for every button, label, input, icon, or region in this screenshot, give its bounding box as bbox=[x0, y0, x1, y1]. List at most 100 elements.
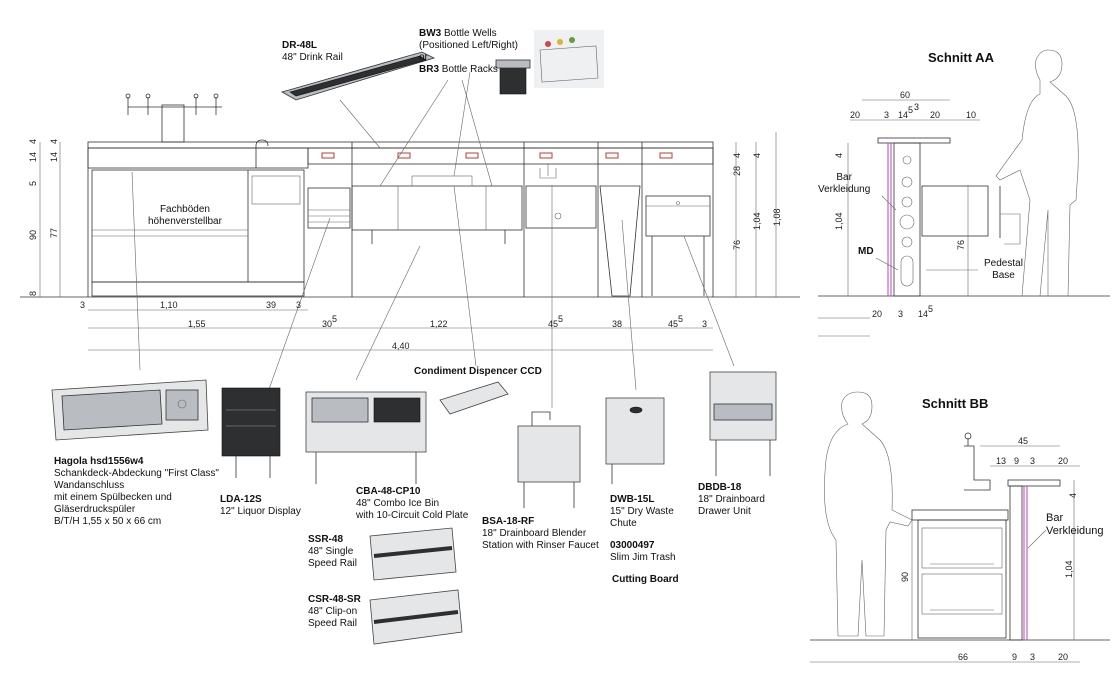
label-ssr48-l1: 48" Single bbox=[308, 546, 354, 557]
bb-dim-b66: 66 bbox=[958, 652, 968, 662]
label-ccd-code: Condiment Dispencer CCD bbox=[414, 366, 542, 377]
product-br3 bbox=[495, 59, 531, 95]
label-csr48-l2: Speed Rail bbox=[308, 618, 357, 629]
aa-dim-b14-sup: 5 bbox=[928, 304, 933, 314]
product-hagola bbox=[51, 379, 209, 441]
bb-dim-104: 1,04 bbox=[1064, 560, 1074, 578]
aa-dim-20a: 20 bbox=[850, 110, 860, 120]
bb-dim-20: 20 bbox=[1058, 456, 1068, 466]
bb-dim-3: 3 bbox=[1030, 456, 1035, 466]
label-dbdb18-l1: 18" Drainboard bbox=[698, 494, 765, 505]
label-hagola: Hagola hsd1556w4 Schankdeck-Abdeckung "F… bbox=[54, 456, 219, 528]
label-dr48l-code: DR-48L bbox=[282, 40, 318, 51]
dim-v-104: 1,04 bbox=[752, 212, 762, 230]
aa-dim-20b: 20 bbox=[930, 110, 940, 120]
dim-h-38: 38 bbox=[612, 319, 622, 329]
dim-h-39: 39 bbox=[266, 300, 276, 310]
label-cba48-l1: 48" Combo Ice Bin bbox=[356, 498, 440, 509]
section-aa: 60 20 3 14 5 3 20 10 4 1,04 76 20 3 14 5 bbox=[818, 49, 1110, 337]
label-fachboeden-2: höhenverstellbar bbox=[148, 216, 222, 227]
label-bsa18-l2: Station with Rinser Faucet bbox=[482, 540, 599, 551]
dim-v-4b: 4 bbox=[49, 139, 59, 144]
aa-dim-3a: 3 bbox=[884, 110, 889, 120]
aa-dim-4: 4 bbox=[834, 153, 844, 158]
dim-h-122: 1,22 bbox=[430, 319, 448, 329]
dim-h-30: 30 bbox=[322, 319, 332, 329]
bb-dim-4: 4 bbox=[1068, 493, 1078, 498]
label-br3-code: BR3 bbox=[419, 64, 440, 75]
label-hagola-l1: Schankdeck-Abdeckung "First Class" bbox=[54, 468, 219, 479]
dim-v-14a: 14 bbox=[28, 152, 38, 162]
label-board: Cutting Board bbox=[612, 574, 679, 586]
label-bsa18-l1: 18" Drainboard Blender bbox=[482, 528, 587, 539]
label-dr48l: DR-48L 48" Drink Rail bbox=[282, 40, 343, 64]
product-ccd bbox=[439, 381, 509, 415]
label-fachboeden-1: Fachböden bbox=[159, 204, 210, 215]
aa-dim-104: 1,04 bbox=[834, 212, 844, 230]
label-bar-verkleidung-bb: Bar Verkleidung bbox=[1046, 512, 1104, 538]
aa-dim-14-sup: 5 bbox=[908, 105, 913, 115]
label-cba48-l2: with 10-Circuit Cold Plate bbox=[356, 510, 469, 521]
label-bar-verkl-aa-2: Verkleidung bbox=[818, 184, 871, 195]
label-fachboeden: Fachböden höhenverstellbar bbox=[148, 204, 222, 228]
label-hagola-l5: B/T/H 1,55 x 50 x 66 cm bbox=[54, 516, 162, 527]
bb-dim-13: 13 bbox=[996, 456, 1006, 466]
product-ssr48 bbox=[369, 527, 457, 581]
label-dbdb18-l2: Drawer Unit bbox=[698, 506, 751, 517]
aa-dim-10: 10 bbox=[966, 110, 976, 120]
bb-dim-90: 90 bbox=[900, 572, 910, 582]
product-dr48l bbox=[280, 51, 436, 101]
dim-v-8: 8 bbox=[28, 291, 38, 296]
label-bar-verkl-bb-1: Bar bbox=[1046, 512, 1064, 524]
label-ssr48-l2: Speed Rail bbox=[308, 558, 357, 569]
label-lda12s: LDA-12S 12" Liquor Display bbox=[220, 494, 301, 518]
dim-h-30-sup: 5 bbox=[332, 314, 337, 324]
label-dwb15l-l2: Chute bbox=[610, 518, 637, 529]
label-pedestal-2: Base bbox=[992, 270, 1015, 281]
aa-dim-b14: 14 bbox=[918, 309, 928, 319]
label-md: MD bbox=[858, 246, 874, 257]
label-ccd: Condiment Dispencer CCD bbox=[414, 366, 542, 378]
label-bar-verkl-bb-2: Verkleidung bbox=[1046, 525, 1104, 537]
label-bsa18-code: BSA-18-RF bbox=[482, 516, 535, 527]
label-bar-verkleidung-aa: Bar Verkleidung bbox=[818, 172, 870, 196]
label-hagola-code: Hagola hsd1556w4 bbox=[54, 456, 144, 467]
label-pedestal: Pedestal Base bbox=[984, 258, 1023, 282]
aa-dim-b3: 3 bbox=[898, 309, 903, 319]
label-hagola-l2: Wandanschluss bbox=[54, 480, 125, 491]
bb-dim-9: 9 bbox=[1014, 456, 1019, 466]
bb-dim-b9: 9 bbox=[1012, 652, 1017, 662]
dim-h-3b: 3 bbox=[296, 300, 301, 310]
product-dwb15l bbox=[605, 397, 665, 484]
aa-dim-60: 60 bbox=[900, 90, 910, 100]
dim-h-3a: 3 bbox=[80, 300, 85, 310]
dim-v-76: 76 bbox=[732, 240, 742, 250]
label-csr48: CSR-48-SR 48" Clip-on Speed Rail bbox=[308, 594, 361, 630]
label-dbdb18-code: DBDB-18 bbox=[698, 482, 742, 493]
label-csr48-l1: 48" Clip-on bbox=[308, 606, 358, 617]
label-dbdb18: DBDB-18 18" Drainboard Drawer Unit bbox=[698, 482, 765, 518]
dim-v-90: 90 bbox=[28, 230, 38, 240]
label-hagola-l4: Gläserdruckspüler bbox=[54, 504, 136, 515]
dim-h-45a: 45 bbox=[548, 319, 558, 329]
aa-dim-3b: 3 bbox=[914, 102, 919, 112]
section-aa-title: Schnitt AA bbox=[928, 50, 994, 65]
label-trash: 03000497 Slim Jim Trash bbox=[610, 540, 676, 564]
product-bsa18 bbox=[517, 411, 581, 508]
label-bsa18: BSA-18-RF 18" Drainboard Blender Station… bbox=[482, 516, 599, 552]
section-bb: 45 13 9 3 20 4 90 1,04 66 9 3 20 bbox=[810, 391, 1110, 663]
dim-h-45b-sup: 5 bbox=[678, 314, 683, 324]
dim-v-5: 5 bbox=[28, 181, 38, 186]
label-lda12s-desc: 12" Liquor Display bbox=[220, 506, 301, 517]
label-br3-desc: Bottle Racks bbox=[441, 64, 498, 75]
dim-v-14b: 14 bbox=[49, 152, 59, 162]
dim-v-77: 77 bbox=[49, 228, 59, 238]
bb-dim-b3: 3 bbox=[1030, 652, 1035, 662]
label-board-code: Cutting Board bbox=[612, 574, 679, 585]
bb-dim-b20: 20 bbox=[1058, 652, 1068, 662]
label-pedestal-1: Pedestal bbox=[984, 258, 1023, 269]
dim-h-155: 1,55 bbox=[188, 319, 206, 329]
dim-h-3c: 3 bbox=[702, 319, 707, 329]
dim-v-28: 28 bbox=[732, 166, 742, 176]
